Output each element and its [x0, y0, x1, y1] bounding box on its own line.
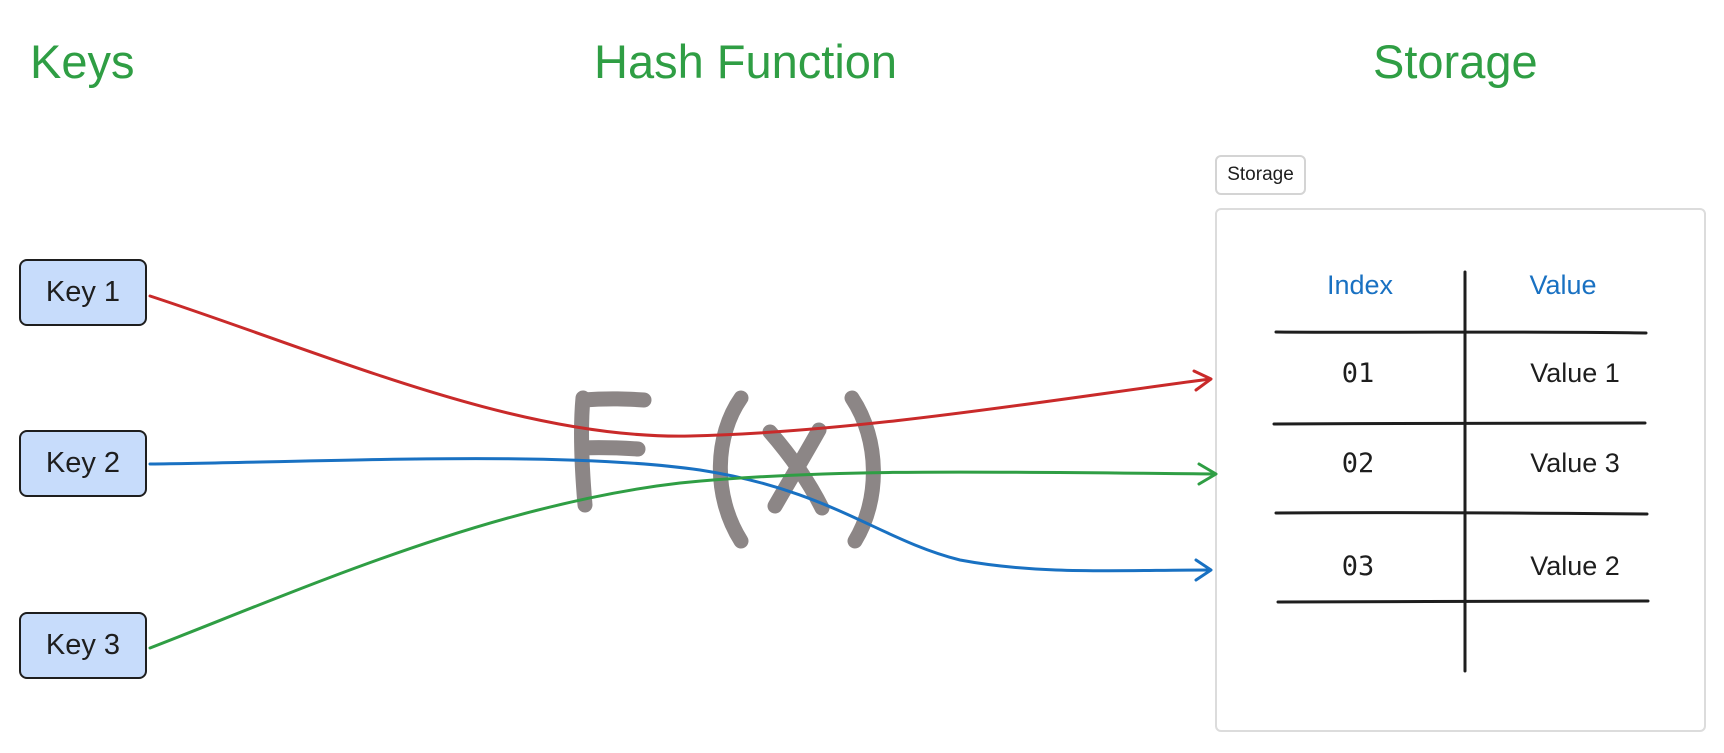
storage-frame-label[interactable]: Storage [1215, 155, 1306, 195]
hash-function-symbol [574, 390, 881, 549]
key-3-arrowhead [1197, 462, 1218, 486]
table-header-rule [1274, 330, 1648, 335]
key-2-arrowhead [1194, 558, 1213, 582]
table-row-2-rule [1274, 511, 1649, 516]
storage-column-title: Storage [1373, 35, 1538, 88]
table-row-3-value: Value 2 [1530, 551, 1620, 581]
hash-symbol-x-stroke-2 [767, 422, 827, 514]
table-row-1-value: Value 1 [1530, 358, 1620, 388]
hash-symbol-f-mid-bar [574, 440, 646, 457]
table-row-3-index: 03 [1341, 551, 1375, 582]
key-3-label: Key 3 [45, 629, 121, 661]
hash-symbol-f-top-bar [575, 391, 652, 408]
table-row-3-rule [1276, 599, 1650, 604]
storage-frame[interactable] [1215, 208, 1706, 732]
key-1-to-index-01-arrow [148, 294, 1212, 438]
mapping-arrows [148, 294, 1218, 650]
table-header-value: Value [1529, 270, 1597, 300]
table-row-1-rule [1272, 421, 1647, 426]
key-2-label: Key 2 [45, 447, 121, 479]
hash-symbol-left-paren [712, 390, 749, 549]
key-1-arrowhead [1192, 369, 1213, 392]
key-3-to-index-02-arrow [148, 470, 1217, 650]
key-2-to-index-03-arrow [148, 457, 1212, 573]
table-row-2-value: Value 3 [1530, 448, 1620, 478]
key-1-box[interactable]: Key 1 [19, 259, 147, 326]
table-row-2-index: 02 [1341, 448, 1375, 479]
key-3-box[interactable]: Key 3 [19, 612, 147, 679]
table-row-1-index: 01 [1341, 358, 1375, 389]
hash-symbol-right-paren [844, 390, 881, 549]
key-2-box[interactable]: Key 2 [19, 430, 147, 497]
table-grid [1272, 270, 1650, 673]
hash-function-column-title: Hash Function [594, 35, 898, 88]
key-1-label: Key 1 [45, 276, 121, 308]
table-header-index: Index [1326, 270, 1394, 300]
keys-column-title: Keys [30, 35, 135, 88]
